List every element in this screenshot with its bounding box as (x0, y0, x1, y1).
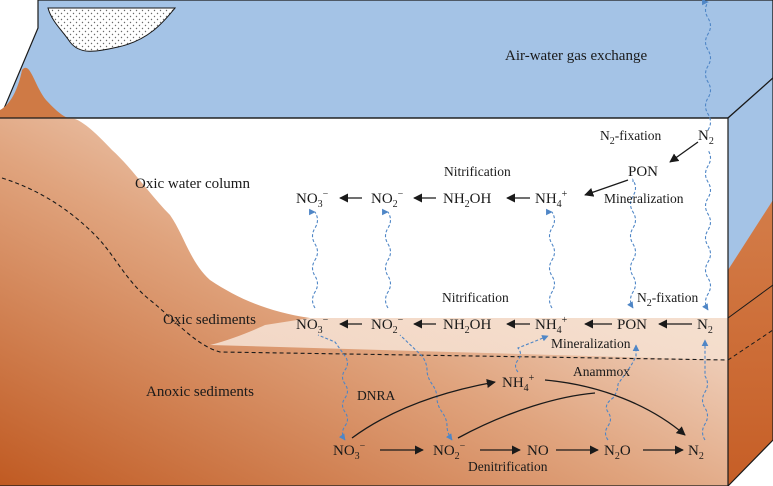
arrow-anammox-no2 (457, 392, 596, 439)
oxic-sediment-pathway: NO3− NO2− NH2OH NH4+ PON N2 Nitrificatio… (296, 290, 713, 351)
label-anoxic-sediments: Anoxic sediments (146, 384, 254, 400)
wc-nh4: NH4+ (535, 189, 568, 210)
label-air-water-gas-exchange: Air-water gas exchange (505, 48, 647, 64)
sed-n2-fixation-label: N2-fixation (637, 290, 698, 309)
wavy-pon-column (627, 178, 637, 309)
sed-mineralization-label: Mineralization (551, 336, 631, 351)
anox-n2: N2 (688, 443, 704, 462)
wc-no3: NO3− (296, 189, 329, 210)
anox-no: NO (527, 443, 549, 459)
wavy-no2-sed (399, 334, 453, 441)
wc-nitrification-label: Nitrification (444, 164, 511, 179)
wc-no2: NO2− (371, 189, 404, 210)
anox-anammox-label: Anammox (573, 364, 630, 379)
land-patch (47, 7, 177, 52)
arrow-wc-pon-nh4 (584, 179, 629, 197)
anox-denitrification-label: Denitrification (468, 459, 548, 474)
anoxic-sediment-pathway: NH4+ NO3− NO2− NO N2O N2 DNRA Anammox De… (333, 364, 704, 474)
water-column-pathway: NO3− NO2− NH2OH NH4+ PON N2 Nitrificatio… (296, 128, 714, 210)
wc-mineralization-label: Mineralization (604, 191, 684, 206)
anox-nh4: NH4+ (502, 373, 535, 394)
anox-no3: NO3− (333, 441, 366, 462)
oxic-anoxic-boundary (1, 177, 729, 361)
wc-n2-fixation-label: N2-fixation (600, 128, 661, 147)
sed-pon: PON (617, 317, 647, 333)
vertical-exchange-paths (311, 1, 712, 441)
side-boundary-dashed (727, 329, 773, 361)
wavy-nh4-column (548, 211, 558, 309)
wc-pon: PON (628, 164, 658, 180)
wavy-n2-column (702, 149, 712, 311)
sed-nitrification-label: Nitrification (442, 290, 509, 305)
anox-dnra-label: DNRA (357, 388, 396, 403)
wc-nh2oh: NH2OH (443, 191, 492, 210)
arrow-wc-n2-pon (669, 141, 699, 163)
sed-no2: NO2− (371, 315, 404, 336)
wavy-no3-sed (317, 334, 349, 441)
wavy-n2o-sed (604, 344, 640, 441)
sed-nh4: NH4+ (535, 315, 568, 336)
arrow-dnra (351, 378, 496, 439)
wavy-no2-column (384, 211, 394, 309)
wc-n2: N2 (698, 128, 714, 147)
wavy-n2-sed (701, 339, 709, 441)
water-body (0, 0, 773, 119)
wavy-no3-column (311, 211, 321, 309)
arrow-anammox-nh4 (544, 379, 686, 436)
sed-n2: N2 (697, 317, 713, 336)
anox-no2: NO2− (433, 441, 466, 462)
sed-no3: NO3− (296, 315, 329, 336)
label-oxic-water-column: Oxic water column (135, 176, 250, 192)
anox-n2o: N2O (604, 443, 631, 462)
wavy-n2-surface (702, 1, 712, 131)
sed-nh2oh: NH2OH (443, 317, 492, 336)
label-oxic-sediments: Oxic sediments (163, 312, 256, 328)
